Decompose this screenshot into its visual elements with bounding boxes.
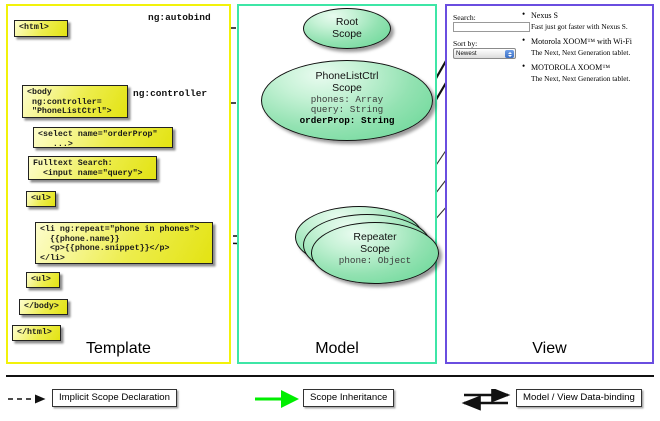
scope-repeater: Repeater Scope phone: Object [311,222,439,284]
scope-repeater-title: Repeater Scope [353,231,397,255]
code-box-body-open: <body ng:controller= "PhoneListCtrl"> [22,85,128,118]
code-box-ul-open: <ul> [26,191,56,207]
legend-item-scope-inheritance: Scope Inheritance [303,389,395,407]
list-item[interactable]: Nexus S Fast just got faster with Nexus … [520,9,648,32]
view-content: Search: Sort by: Newest Nexus S Fast jus… [449,8,650,138]
prop-query: query: String [310,104,384,116]
legend-item-implicit-scope: Implicit Scope Declaration [52,389,177,407]
list-item[interactable]: Motorola XOOM™ with Wi-Fi The Next, Next… [520,35,648,58]
sort-select[interactable]: Newest [453,48,516,59]
phone-list: Nexus S Fast just got faster with Nexus … [520,9,648,88]
search-label: Search: [453,13,476,22]
panel-model-label: Model [315,340,359,357]
prop-phones: phones: Array [310,94,384,105]
legend: Implicit Scope Declaration Scope Inherit… [0,389,660,413]
scope-root-title: Root Scope [332,16,362,40]
code-box-search-input: Fulltext Search: <input name="query"> [28,156,157,180]
phone-name: Motorola XOOM™ with Wi-Fi [520,35,648,47]
legend-item-data-binding: Model / View Data-binding [516,389,642,407]
phone-snippet: The Next, Next Generation tablet. [531,74,631,83]
phone-snippet: The Next, Next Generation tablet. [531,48,631,57]
list-item[interactable]: MOTOROLA XOOM™ The Next, Next Generation… [520,61,648,84]
scope-repeater-props: phone: Object [338,255,412,266]
label-ng-autobind: ng:autobind [148,12,211,23]
sort-select-value: Newest [456,50,477,57]
phone-snippet: Fast just got faster with Nexus S. [531,22,628,31]
phone-name: MOTOROLA XOOM™ [520,61,648,73]
code-box-html-open: <html> [14,20,68,37]
sort-label: Sort by: [453,39,478,48]
panel-view-label: View [532,340,567,357]
legend-divider [6,375,654,377]
panel-template-label: Template [86,340,151,357]
scope-root: Root Scope [303,8,391,49]
panel-model: Model [237,4,437,364]
phone-name: Nexus S [520,9,648,21]
prop-orderprop: orderProp: String [299,114,395,126]
chevron-updown-icon [505,50,514,58]
scope-phonelistctrl-props: phones: Array query: String orderProp: S… [262,94,432,126]
legend-arrow-layer [8,389,511,411]
code-box-li-repeat: <li ng:repeat="phone in phones"> {{phone… [35,222,213,264]
label-ng-controller: ng:controller [133,88,208,99]
code-box-select: <select name="orderProp" ...> [33,127,173,149]
search-input[interactable] [453,22,530,32]
code-box-body-close: </body> [19,299,68,315]
scope-phonelistctrl: PhoneListCtrl Scope phones: Array query:… [261,60,433,141]
scope-phonelistctrl-title: PhoneListCtrl Scope [315,70,379,94]
code-box-ul-close: <ul> [26,272,60,288]
code-box-html-close: </html> [12,325,61,341]
